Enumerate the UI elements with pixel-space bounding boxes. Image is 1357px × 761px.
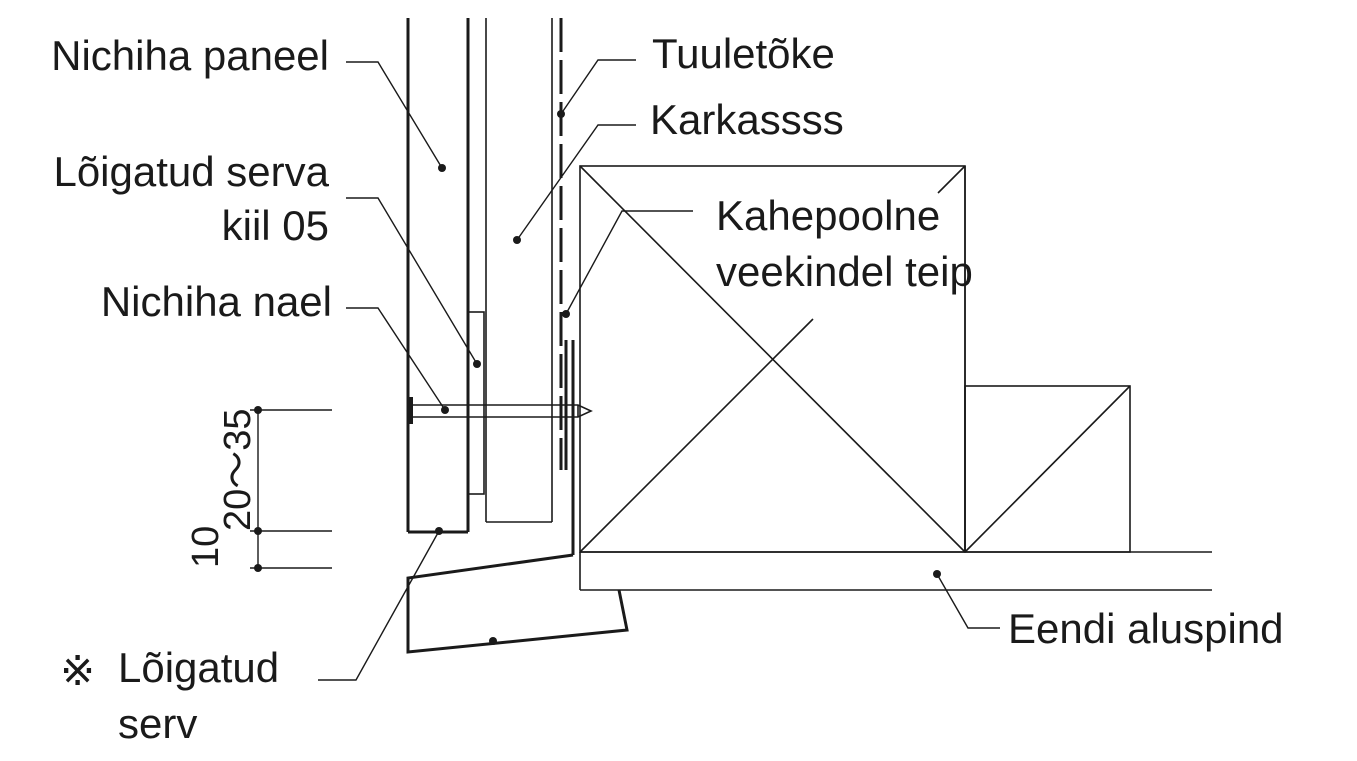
cut-edge-mark-icon: ※ [60,647,95,694]
dimension-gap: 10 [185,526,227,568]
leader-lines [318,59,1000,681]
leader-dots [435,110,941,645]
label-tape-line2: veekindel teip [716,248,973,295]
label-cut-edge-line1: Lõigatud [118,644,279,691]
furring-strip [485,18,553,523]
flashing [406,553,629,654]
label-cut-edge-strip-line1: Lõigatud serva [53,148,329,195]
label-wind-barrier: Tuuletõke [652,30,835,77]
label-nail: Nichiha nael [101,278,332,325]
dimension-lines [250,406,332,572]
label-tape-line1: Kahepoolne [716,192,940,239]
label-cut-edge-strip-line2: kiil 05 [222,202,329,249]
base-surface-slab [579,551,1212,591]
label-cut-edge-line2: serv [118,700,197,747]
label-panel: Nichiha paneel [51,32,329,79]
label-base-surface: Eendi aluspind [1008,605,1284,652]
waterproof-tape [564,340,575,555]
label-frame: Karkassss [650,96,844,143]
nail [408,397,593,424]
dimension-range: 20～35 [217,408,259,531]
cut-edge-wedge [467,311,485,495]
nichiha-panel [406,18,470,534]
